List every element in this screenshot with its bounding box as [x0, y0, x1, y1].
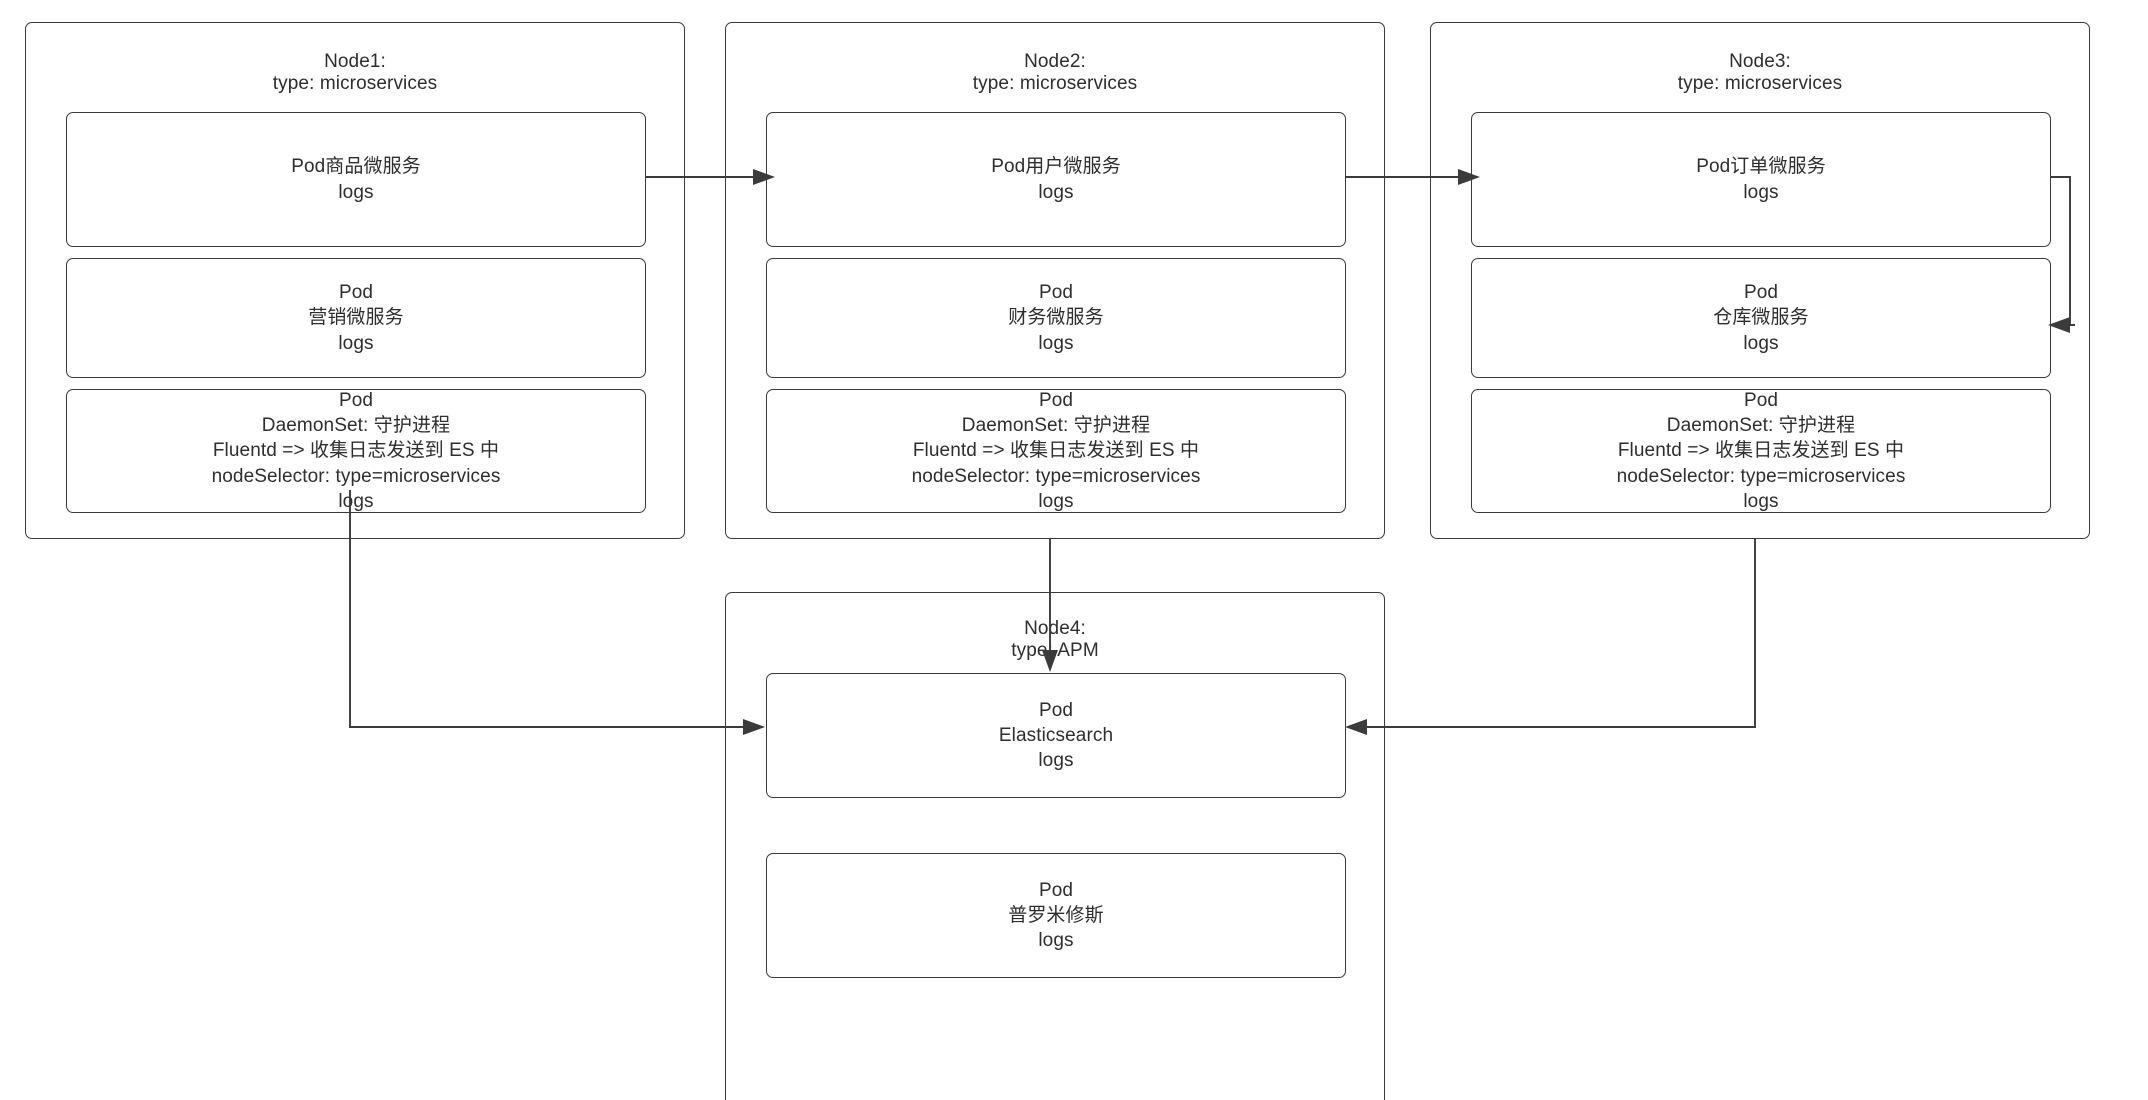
- node-box-node1[interactable]: Node1: type: microservices Pod商品微服务 logs…: [25, 22, 685, 539]
- pod-label-node3-pod-1: Pod订单微服务 logs: [1696, 156, 1826, 203]
- node-box-node3[interactable]: Node3: type: microservices Pod订单微服务 logs…: [1430, 22, 2090, 539]
- pod-label-node2-pod-3: Pod DaemonSet: 守护进程 Fluentd => 收集日志发送到 E…: [911, 390, 1201, 512]
- connector-line: [1365, 538, 1756, 728]
- pod-label-node2-pod-1: Pod用户微服务 logs: [991, 156, 1121, 203]
- pod-label-node3-pod-3: Pod DaemonSet: 守护进程 Fluentd => 收集日志发送到 E…: [1616, 390, 1906, 512]
- pod-box-node3-pod-2[interactable]: Pod 仓库微服务 logs: [1471, 258, 2051, 378]
- pod-box-node2-pod-2[interactable]: Pod 财务微服务 logs: [766, 258, 1346, 378]
- pod-label-node2-pod-2: Pod 财务微服务 logs: [1008, 282, 1104, 354]
- node-title-node3: Node3: type: microservices: [1677, 51, 1843, 95]
- pod-box-node2-pod-3[interactable]: Pod DaemonSet: 守护进程 Fluentd => 收集日志发送到 E…: [766, 389, 1346, 513]
- pod-box-node4-pod-1[interactable]: Pod Elasticsearch logs: [766, 673, 1346, 798]
- pod-box-node4-pod-2[interactable]: Pod 普罗米修斯 logs: [766, 853, 1346, 978]
- node-title-node1: Node1: type: microservices: [272, 51, 438, 95]
- pod-label-node1-pod-3: Pod DaemonSet: 守护进程 Fluentd => 收集日志发送到 E…: [211, 390, 501, 512]
- pod-box-node2-pod-1[interactable]: Pod用户微服务 logs: [766, 112, 1346, 247]
- node-box-node2[interactable]: Node2: type: microservices Pod用户微服务 logs…: [725, 22, 1385, 539]
- pod-box-node1-pod-2[interactable]: Pod 营销微服务 logs: [66, 258, 646, 378]
- pod-label-node4-pod-2: Pod 普罗米修斯 logs: [1008, 879, 1104, 952]
- pod-label-node1-pod-2: Pod 营销微服务 logs: [308, 282, 404, 354]
- node-box-node4[interactable]: Node4: type: APM Pod Elasticsearch logs …: [725, 592, 1385, 1100]
- pod-label-node1-pod-1: Pod商品微服务 logs: [291, 156, 421, 203]
- pod-box-node3-pod-1[interactable]: Pod订单微服务 logs: [1471, 112, 2051, 247]
- node-title-node4: Node4: type: APM: [1011, 618, 1099, 662]
- node-title-node2: Node2: type: microservices: [972, 51, 1138, 95]
- pod-label-node4-pod-1: Pod Elasticsearch logs: [998, 699, 1114, 772]
- pod-box-node1-pod-1[interactable]: Pod商品微服务 logs: [66, 112, 646, 247]
- connector-node3-daemonset-to-es: [1345, 538, 1756, 735]
- pod-label-node3-pod-2: Pod 仓库微服务 logs: [1713, 282, 1809, 354]
- pod-box-node3-pod-3[interactable]: Pod DaemonSet: 守护进程 Fluentd => 收集日志发送到 E…: [1471, 389, 2051, 513]
- pod-box-node1-pod-3[interactable]: Pod DaemonSet: 守护进程 Fluentd => 收集日志发送到 E…: [66, 389, 646, 513]
